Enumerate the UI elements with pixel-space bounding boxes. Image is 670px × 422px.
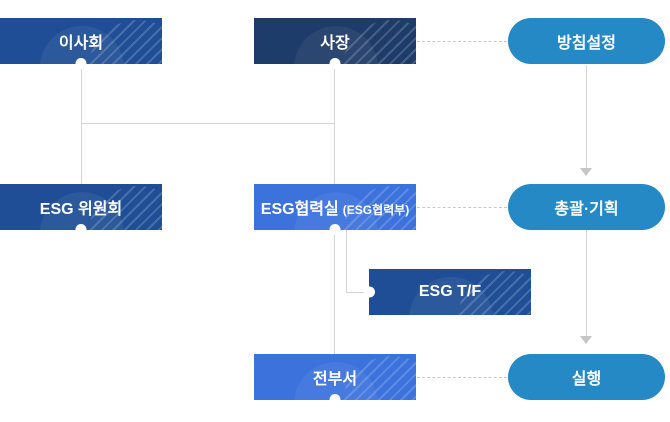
connector-dot [364,286,375,298]
connector-dot [75,224,87,235]
node-esg-committee-label: ESG 위원회 [39,201,123,218]
dashed-president-to-policy [417,41,507,42]
connector-policy-to-planning [586,65,587,169]
connector-dot [329,394,341,405]
node-esg-office-sublabel: (ESG협력부) [342,203,410,217]
arrow-down-icon [580,336,592,344]
stripe-decoration [0,18,162,64]
node-esg-office: ESG협력실 (ESG협력부) [254,184,416,235]
stage-execution: 실행 [508,354,665,400]
node-president-label: 사장 [320,35,350,52]
node-all-departments-label: 전부서 [312,371,358,388]
connector-board-to-committee [81,64,82,184]
node-esg-office-main-label: ESG협력실 [260,201,339,218]
node-all-departments: 전부서 [254,354,416,405]
stripe-decoration [254,18,416,64]
connector-dot [329,58,341,69]
node-board-label: 이사회 [58,35,104,52]
stage-policy-label: 방침설정 [557,35,616,52]
stripe-decoration [0,184,162,230]
connector-office-to-tf-vertical [346,230,347,292]
node-president: 사장 [254,18,416,69]
stage-execution-label: 실행 [571,371,602,388]
connector-president-to-office [334,64,335,184]
stripe-decoration [369,269,531,315]
dashed-departments-to-execution [417,377,507,378]
connector-office-to-departments [334,230,335,354]
stripe-decoration [254,184,416,230]
connector-dot [329,224,341,235]
stage-planning: 총괄·기획 [508,184,665,230]
stage-policy: 방침설정 [508,18,665,64]
connector-crossbar [81,123,335,124]
node-esg-tf-label: ESG T/F [418,283,482,300]
connector-office-to-tf-horizontal [346,292,369,293]
dashed-office-to-planning [417,207,507,208]
node-esg-office-label: ESG협력실 (ESG협력부) [261,195,409,219]
connector-planning-to-execution [586,230,587,337]
node-board: 이사회 [0,18,162,69]
stripe-decoration [254,354,416,400]
node-esg-tf: ESG T/F [364,269,531,315]
arrow-down-icon [580,168,592,176]
connector-dot [75,58,87,69]
stage-planning-label: 총괄·기획 [554,201,619,218]
node-esg-committee: ESG 위원회 [0,184,162,235]
